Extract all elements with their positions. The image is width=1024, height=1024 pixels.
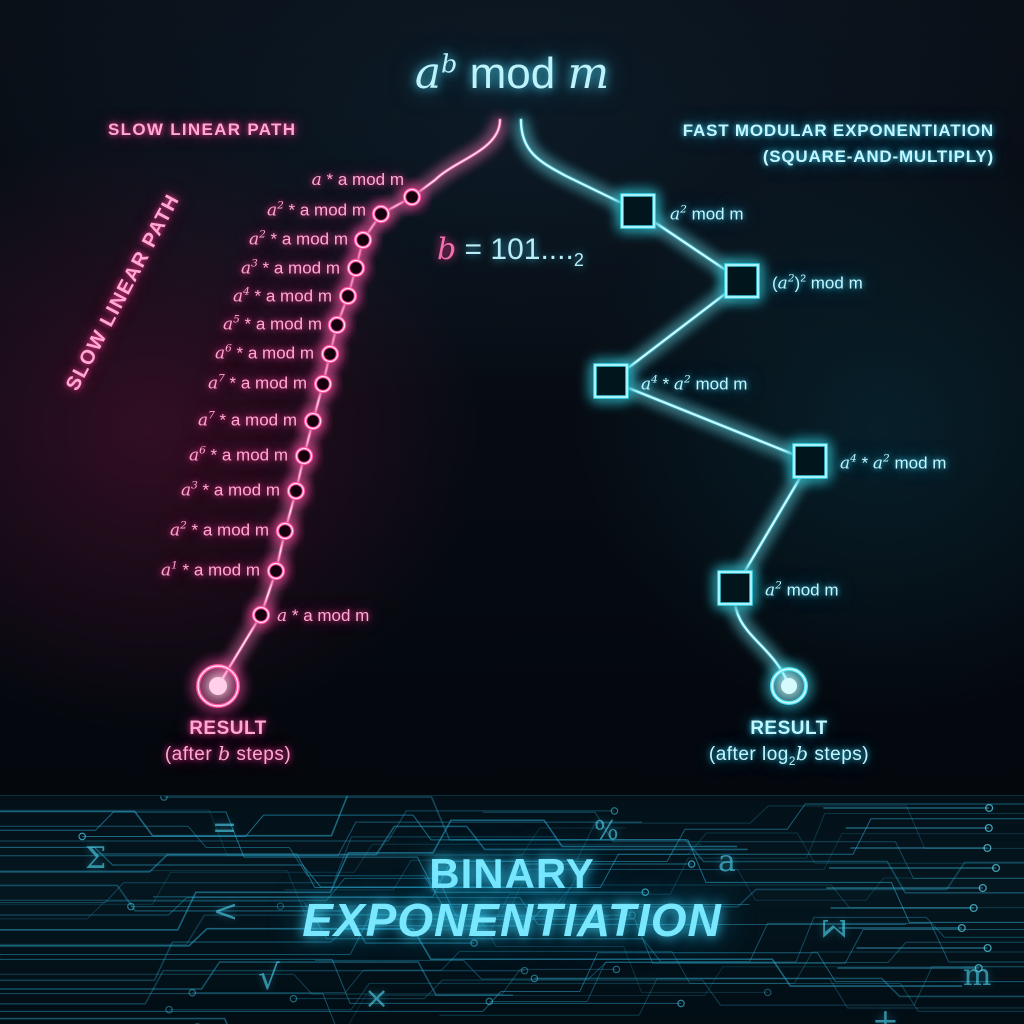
fast-result-subtitle: (after log2b steps) (709, 742, 869, 770)
slow-node-label-4: a3 * a mod m (240, 257, 340, 279)
slow-caption-var: b (217, 742, 231, 765)
binary-equals: = (456, 233, 491, 266)
fast-result-caption: RESULT (after log2b steps) (709, 716, 869, 769)
fast-caption-pre: (after log (708, 743, 789, 765)
slow-path-header: SLOW LINEAR PATH (108, 120, 297, 139)
fast-result-title: RESULT (750, 718, 828, 739)
fast-path-header-line2: (SQUARE-AND-MULTIPLY) (762, 146, 994, 166)
binary-value: 101.... (490, 233, 574, 266)
fast-path-line (518, 117, 813, 689)
fast-caption-sub: 2 (788, 754, 796, 768)
slow-node-label-3: a2 * a mod m (248, 228, 348, 250)
circuit-symbol-1-icon: Σ (85, 841, 107, 876)
banner-title-line2: EXPONENTIATION (302, 894, 722, 947)
binary-variable: b (437, 232, 457, 267)
title-mod-text: mod (457, 49, 568, 98)
binary-exponent-annotation: b = 101....2 (437, 232, 584, 271)
slow-result-subtitle: (after b steps) (165, 742, 291, 768)
circuit-symbol-6-icon: a (718, 844, 736, 879)
page-title: ab mod m (0, 48, 1024, 99)
binary-subscript: 2 (573, 250, 584, 270)
circuit-symbol-8-icon: m (963, 958, 992, 993)
slow-path-diagonal-label: SLOW LINEAR PATH (61, 190, 185, 395)
slow-node-label-5: a4 * a mod m (232, 285, 332, 307)
circuit-symbol-10-icon: + (872, 1001, 899, 1024)
circuit-symbol-2-icon: = (212, 810, 238, 845)
fast-path-header-line1: FAST MODULAR EXPONENTIATION (682, 121, 994, 140)
title-exponent: b (441, 49, 458, 80)
slow-node-label-1: a * a mod m (311, 170, 404, 190)
fast-node-label-5: a2 mod m (765, 579, 839, 601)
circuit-symbol-3-icon: < (213, 894, 239, 929)
fast-node-label-4: a4 * a2 mod m (840, 452, 947, 474)
slow-caption-pre: (after (164, 743, 218, 765)
fast-caption-var: b (795, 742, 809, 765)
slow-node-label-6: a5 * a mod m (222, 313, 322, 335)
fast-path-header: FAST MODULAR EXPONENTIATION (SQUARE-AND-… (683, 118, 994, 169)
slow-result-caption: RESULT (after b steps) (165, 716, 291, 767)
circuit-symbol-9-icon: × (364, 981, 390, 1016)
fast-node-label-2: (a2)2 mod m (772, 272, 863, 294)
banner-title: BINARY EXPONENTIATION (0, 850, 1024, 947)
slow-node-label-12: a2 * a mod m (169, 519, 269, 541)
slow-node-label-7: a6 * a mod m (214, 342, 314, 364)
slow-node-label-2: a2 * a mod m (266, 199, 366, 221)
fast-path-nodes (593, 193, 828, 705)
slow-node-label-9: a7 * a mod m (197, 409, 297, 431)
banner-title-line1: BINARY (429, 850, 595, 897)
fast-caption-post: steps) (808, 743, 870, 765)
slow-caption-post: steps) (230, 743, 292, 765)
slow-node-label-11: a3 * a mod m (180, 479, 280, 501)
slow-node-label-14: a * a mod m (277, 606, 370, 626)
circuit-symbol-5-icon: % (594, 816, 619, 846)
fast-node-label-1: a2 mod m (670, 203, 744, 225)
title-base: a (414, 48, 442, 99)
slow-result-title: RESULT (189, 718, 267, 739)
fast-node-label-3: a4 * a2 mod m (641, 373, 748, 395)
title-modulus: m (567, 48, 610, 99)
slow-node-label-13: a1 * a mod m (160, 559, 260, 581)
circuit-symbol-4-icon: √ (258, 958, 280, 998)
slow-node-label-10: a6 * a mod m (188, 444, 288, 466)
slow-node-label-8: a7 * a mod m (207, 372, 307, 394)
